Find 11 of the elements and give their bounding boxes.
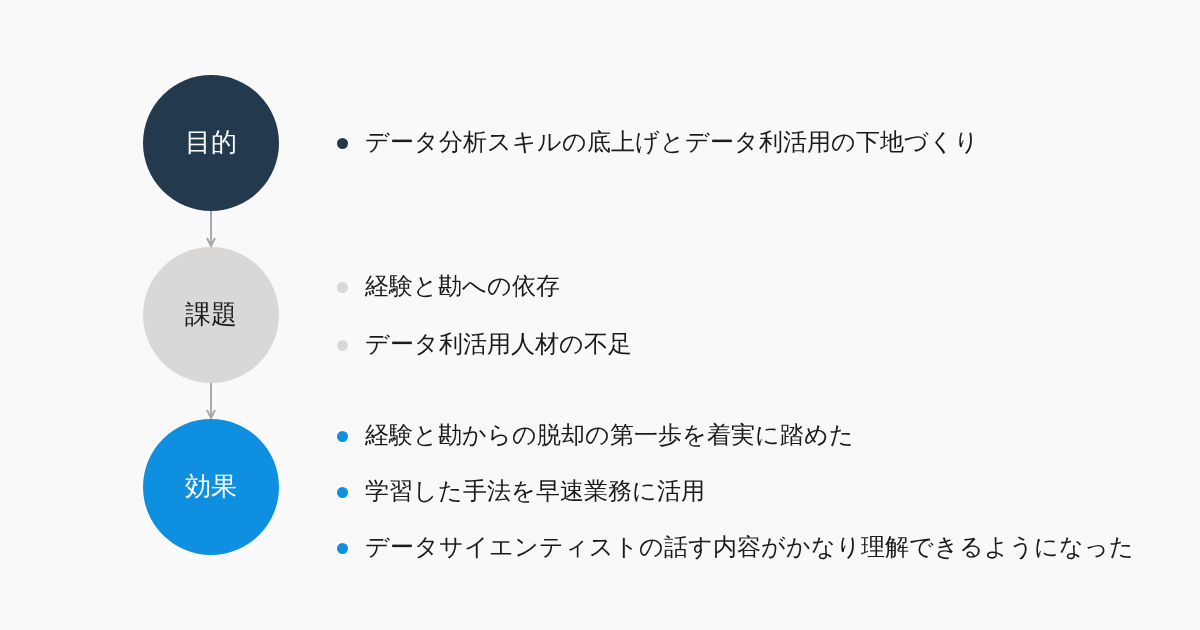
step-label: 課題 [185,299,237,331]
step-label: 目的 [185,127,237,159]
bullet-text: 経験と勘への依存 [365,271,560,303]
arrow [206,382,216,419]
bullet-text: データ利活用人材の不足 [365,329,632,361]
step-label: 効果 [185,471,237,503]
arrow [206,210,216,247]
bullet-text: データサイエンティストの話す内容がかなり理解できるようになった [365,532,1134,564]
bullet-text: 学習した手法を早速業務に活用 [365,476,705,508]
bullet-text: データ分析スキルの底上げとデータ利活用の下地づくり [365,127,979,159]
bullet-text: 経験と勘からの脱却の第一歩を着実に踏めた [365,420,854,452]
